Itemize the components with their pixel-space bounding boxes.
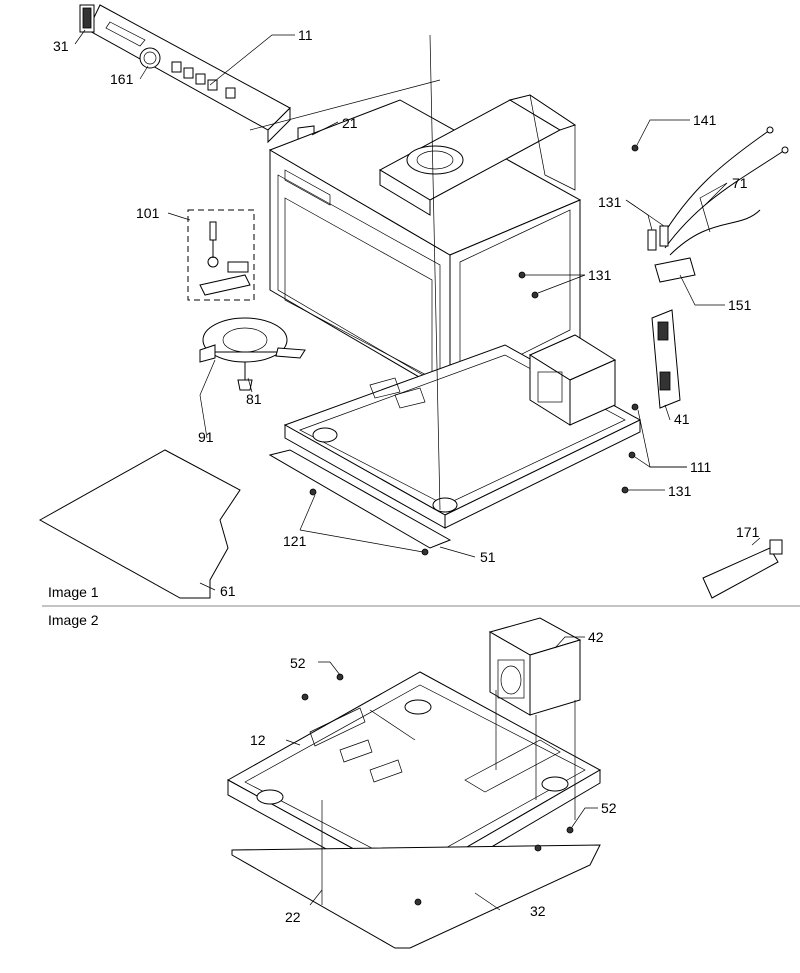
screw-52-d (534, 844, 542, 852)
screw-131-a (518, 271, 526, 279)
image-1-label: Image 1 (48, 584, 99, 600)
callout-131-c: 131 (668, 483, 692, 499)
callout-131-b: 131 (588, 267, 612, 283)
callout-42: 42 (588, 629, 604, 645)
leaders-image-1 (74, 29, 761, 591)
callout-52-b: 52 (601, 800, 617, 816)
blower-assembly (378, 94, 577, 216)
screw-131-c (621, 486, 629, 494)
image-2-label: Image 2 (48, 612, 99, 628)
transformer-42 (488, 617, 582, 716)
callout-41: 41 (674, 411, 690, 427)
callouts-image-2: 12 22 32 42 52 52 (250, 629, 617, 925)
power-cord (659, 126, 789, 256)
transformer (528, 334, 617, 426)
callout-12: 12 (250, 732, 266, 748)
control-panel (87, 4, 291, 144)
screw-111-a (631, 403, 639, 411)
callout-141: 141 (693, 112, 717, 128)
screw-111-b (628, 451, 636, 459)
grease-tube (702, 539, 783, 599)
callout-121: 121 (283, 533, 307, 549)
callout-31: 31 (53, 38, 69, 54)
callout-32: 32 (530, 903, 546, 919)
image-1-exploded-view: 11 21 31 41 51 61 71 81 91 101 111 121 1… (38, 4, 789, 600)
detail-box-101 (187, 209, 255, 301)
callout-71: 71 (732, 175, 748, 191)
bracket-151 (654, 257, 696, 283)
callout-111: 111 (690, 459, 711, 475)
screw-121-a (309, 488, 317, 496)
callout-22: 22 (285, 909, 301, 925)
image-2-exploded-view: Image 2 (48, 612, 617, 949)
switch-assembly-41 (651, 309, 681, 409)
bottom-plate-32 (231, 844, 601, 949)
callout-91: 91 (198, 429, 214, 445)
screw-131-b (531, 291, 539, 299)
callout-101: 101 (136, 205, 160, 221)
screw-52-c (566, 826, 574, 834)
callout-161: 161 (110, 71, 134, 87)
bracket-31 (79, 4, 95, 33)
board-61 (38, 449, 241, 599)
fuse-holder (647, 225, 669, 251)
screw-52-b (301, 693, 309, 701)
screw-141 (631, 144, 639, 152)
callout-21: 21 (342, 115, 358, 131)
callout-11: 11 (298, 27, 313, 43)
callout-61: 61 (220, 583, 236, 599)
turntable-drive (199, 317, 306, 391)
screw-22 (414, 898, 422, 906)
screw-52-a (336, 673, 344, 681)
callout-131-a: 131 (598, 194, 622, 210)
callout-171: 171 (736, 524, 760, 540)
assembly-guides-image-2 (321, 690, 576, 905)
callouts-image-1: 11 21 31 41 51 61 71 81 91 101 111 121 1… (53, 27, 760, 599)
front-strip (268, 449, 452, 549)
leaders-image-2 (285, 636, 598, 911)
callout-151: 151 (728, 297, 752, 313)
latch-assembly (199, 221, 251, 296)
callout-81: 81 (246, 391, 262, 407)
callout-51: 51 (480, 549, 496, 565)
callout-52-a: 52 (290, 655, 306, 671)
